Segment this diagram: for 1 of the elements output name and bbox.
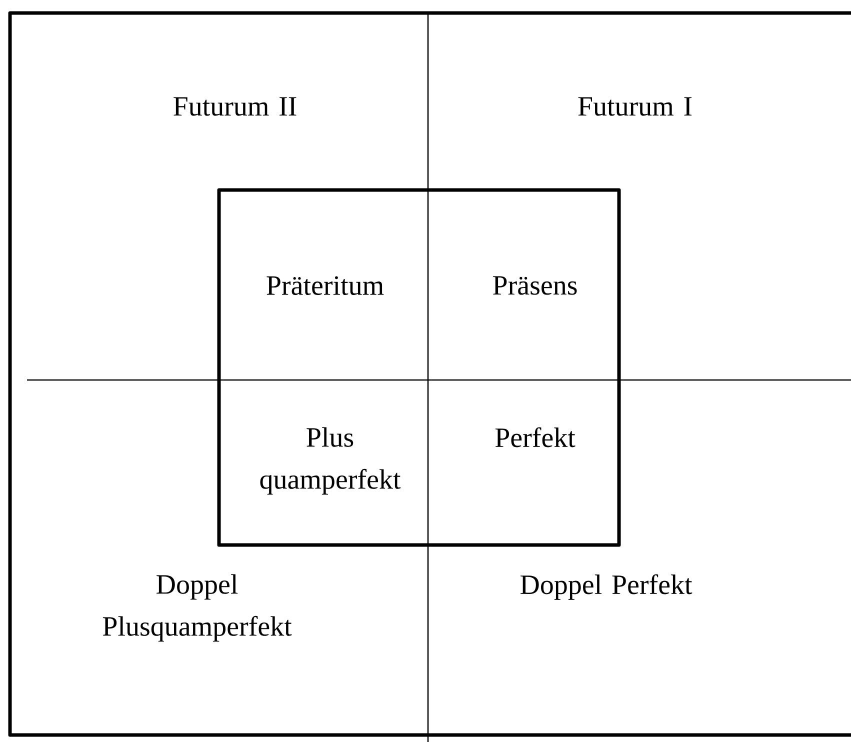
inner-box: Präteritum Präsens Plus quamperfekt Perfekt: [217, 188, 621, 547]
